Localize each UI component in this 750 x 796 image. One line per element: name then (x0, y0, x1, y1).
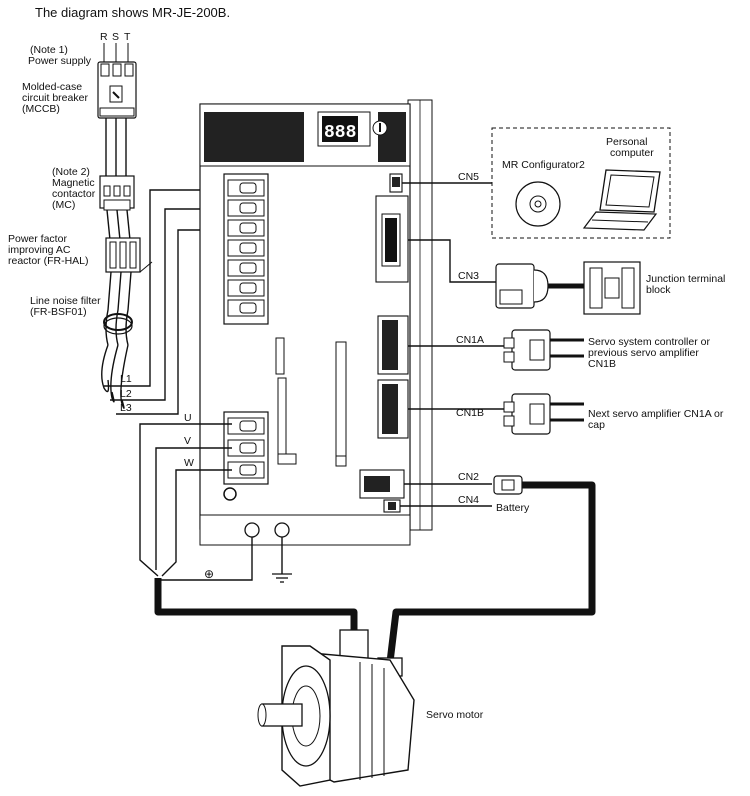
reactor-label-2: improving AC (8, 244, 71, 256)
battery-label: Battery (496, 502, 530, 514)
reactor-label-3: reactor (FR-HAL) (8, 255, 89, 267)
power-terminal-cell-screw (239, 262, 257, 274)
pc-box (491, 127, 671, 239)
terminal-l3-label: L3 (120, 402, 132, 414)
mccb-breaker (97, 61, 137, 119)
ac-reactor (105, 237, 153, 273)
magnetic-contactor (99, 175, 135, 211)
power-terminal-cell-screw (239, 182, 257, 194)
cn4-label: CN4 (458, 494, 479, 506)
junction-terminal-block (583, 261, 641, 315)
mc-label-1: Magnetic (52, 177, 95, 189)
filter-label-2: (FR-BSF01) (30, 306, 87, 318)
power-terminal-cell-screw (239, 302, 257, 314)
led-display-text: 888 (324, 123, 356, 143)
led-display (322, 116, 358, 142)
cd-icon (515, 181, 561, 227)
cn1a-target-2: previous servo amplifier (588, 347, 699, 359)
cn2-label: CN2 (458, 471, 479, 483)
mccb-label-3: (MCCB) (22, 103, 60, 115)
mccb-label-1: Molded-case (22, 81, 82, 93)
protective-earth-icon: ⊕ (204, 567, 214, 581)
power-terminal-cell-screw (239, 282, 257, 294)
mc-note: (Note 2) (52, 166, 90, 178)
terminal-v-label: V (184, 435, 191, 447)
cn1a-target-3: CN1B (588, 358, 616, 370)
cn1a-cable-connector (503, 329, 551, 371)
motor-terminal-cell-screw (239, 464, 257, 476)
mc-label-3: (MC) (52, 199, 75, 211)
power-terminal-cell-screw (239, 202, 257, 214)
mc-label-2: contactor (52, 188, 96, 200)
pc-label-2: computer (610, 147, 654, 159)
power-terminal-cell-screw (239, 222, 257, 234)
junction-label-1: Junction terminal (646, 273, 725, 285)
servo-motor-label: Servo motor (426, 709, 484, 721)
phase-t-label: T (124, 31, 131, 43)
servo-motor (257, 629, 415, 787)
filter-label-1: Line noise filter (30, 295, 101, 307)
junction-label-2: block (646, 284, 671, 296)
cn1b-target-2: cap (588, 419, 605, 431)
power-supply-note: (Note 1) (30, 44, 68, 56)
cn1b-cable-connector (503, 393, 551, 435)
cn1b-target-1: Next servo amplifier CN1A or (588, 408, 724, 420)
terminal-l2-label: L2 (120, 388, 132, 400)
line-noise-filter (103, 313, 133, 335)
pc-label-1: Personal (606, 136, 647, 148)
cn1a-target-1: Servo system controller or (588, 336, 710, 348)
motor-terminal-cell-screw (239, 442, 257, 454)
software-label: MR Configurator2 (502, 159, 585, 171)
cn1b-label: CN1B (456, 407, 484, 419)
power-terminal-cell-screw (239, 242, 257, 254)
phase-r-label: R (100, 31, 108, 43)
terminal-l1-label: L1 (120, 373, 132, 385)
power-supply-label: Power supply (28, 55, 92, 67)
cn3-cable-connector (495, 263, 549, 309)
diagram-title: The diagram shows MR-JE-200B. (35, 5, 230, 20)
cn1a-label: CN1A (456, 334, 484, 346)
mccb-label-2: circuit breaker (22, 92, 88, 104)
top-vents (204, 112, 406, 162)
laptop-icon (582, 169, 661, 231)
cn5-label: CN5 (458, 171, 479, 183)
cn3-label: CN3 (458, 270, 479, 282)
reactor-label-1: Power factor (8, 233, 67, 245)
motor-terminal-cell-screw (239, 420, 257, 432)
terminal-w-label: W (184, 457, 194, 469)
phase-s-label: S (112, 31, 119, 43)
terminal-u-label: U (184, 412, 192, 424)
cn2-cable-connector (493, 475, 523, 495)
